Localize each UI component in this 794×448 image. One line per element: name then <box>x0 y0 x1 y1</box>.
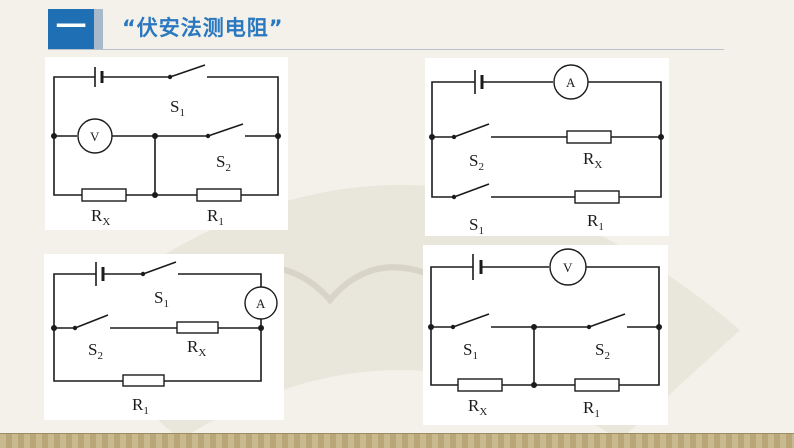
resistor <box>574 378 620 392</box>
wire <box>588 81 662 137</box>
wire <box>53 328 123 382</box>
junction-node <box>656 324 662 330</box>
wire <box>53 273 96 328</box>
circuit-diagram-4: V S1 S2 RX R1 <box>423 245 668 425</box>
wire <box>53 76 95 136</box>
junction-node <box>51 325 57 331</box>
ammeter-label: A <box>566 75 576 90</box>
wire <box>74 314 109 329</box>
circuit-diagram-3: A S1 S2 RX R1 <box>44 254 284 420</box>
junction-node <box>51 133 57 139</box>
wire <box>430 327 458 386</box>
badge-tail <box>94 9 103 49</box>
component-label: S1 <box>154 288 169 310</box>
ammeter-label-2: A <box>256 296 266 311</box>
component-label: R1 <box>587 211 604 233</box>
resistor-rx <box>457 378 503 392</box>
component-label: R1 <box>207 206 224 228</box>
junction-node <box>258 325 264 331</box>
component-label: RX <box>583 149 602 171</box>
component-label: RX <box>187 337 206 359</box>
resistor-rx <box>81 188 127 202</box>
wire <box>586 266 660 327</box>
junction-node <box>152 192 158 198</box>
component-label: S2 <box>216 152 231 174</box>
wire <box>453 183 490 198</box>
voltmeter-label: V <box>90 129 100 144</box>
component-label: RX <box>468 396 487 418</box>
component-label: S2 <box>88 340 103 362</box>
wire <box>241 136 279 196</box>
page-title: “伏安法测电阻” <box>122 16 284 40</box>
wire <box>430 266 473 327</box>
voltmeter-label-2: V <box>563 260 573 275</box>
wire <box>588 313 626 328</box>
wire <box>142 261 177 275</box>
wire <box>431 81 475 137</box>
header-divider <box>48 49 724 50</box>
wire <box>619 137 662 198</box>
wire <box>431 137 453 198</box>
component-label: R1 <box>132 395 149 417</box>
wire <box>53 136 82 196</box>
junction-node <box>275 133 281 139</box>
wire <box>207 76 279 136</box>
resistor <box>122 374 165 387</box>
junction-node <box>531 324 537 330</box>
circuit-diagram-1: V S1 S2 RX R1 <box>45 57 288 230</box>
junction-node <box>428 324 434 330</box>
resistor <box>176 321 219 334</box>
section-number-badge: 一 <box>48 9 94 49</box>
circuit-diagram-2: A S2 RX S1 R1 <box>425 58 669 236</box>
component-label: S1 <box>469 215 484 236</box>
resistor <box>196 188 242 202</box>
junction-node <box>429 134 435 140</box>
resistor <box>566 130 612 144</box>
component-label: S2 <box>469 151 484 173</box>
component-label: S1 <box>463 340 478 362</box>
junction-node <box>531 382 537 388</box>
wire <box>164 328 262 382</box>
wire <box>619 327 660 386</box>
wire <box>178 273 262 287</box>
wire <box>452 313 490 328</box>
resistor <box>574 190 620 204</box>
wire <box>453 123 490 138</box>
component-label: S1 <box>170 97 185 119</box>
footer-decorative-bar <box>0 433 794 448</box>
wire <box>169 64 206 78</box>
junction-node <box>658 134 664 140</box>
component-label: RX <box>91 206 110 228</box>
wire <box>207 123 244 137</box>
component-label: S2 <box>595 340 610 362</box>
junction-node <box>152 133 158 139</box>
component-label: R1 <box>583 398 600 420</box>
